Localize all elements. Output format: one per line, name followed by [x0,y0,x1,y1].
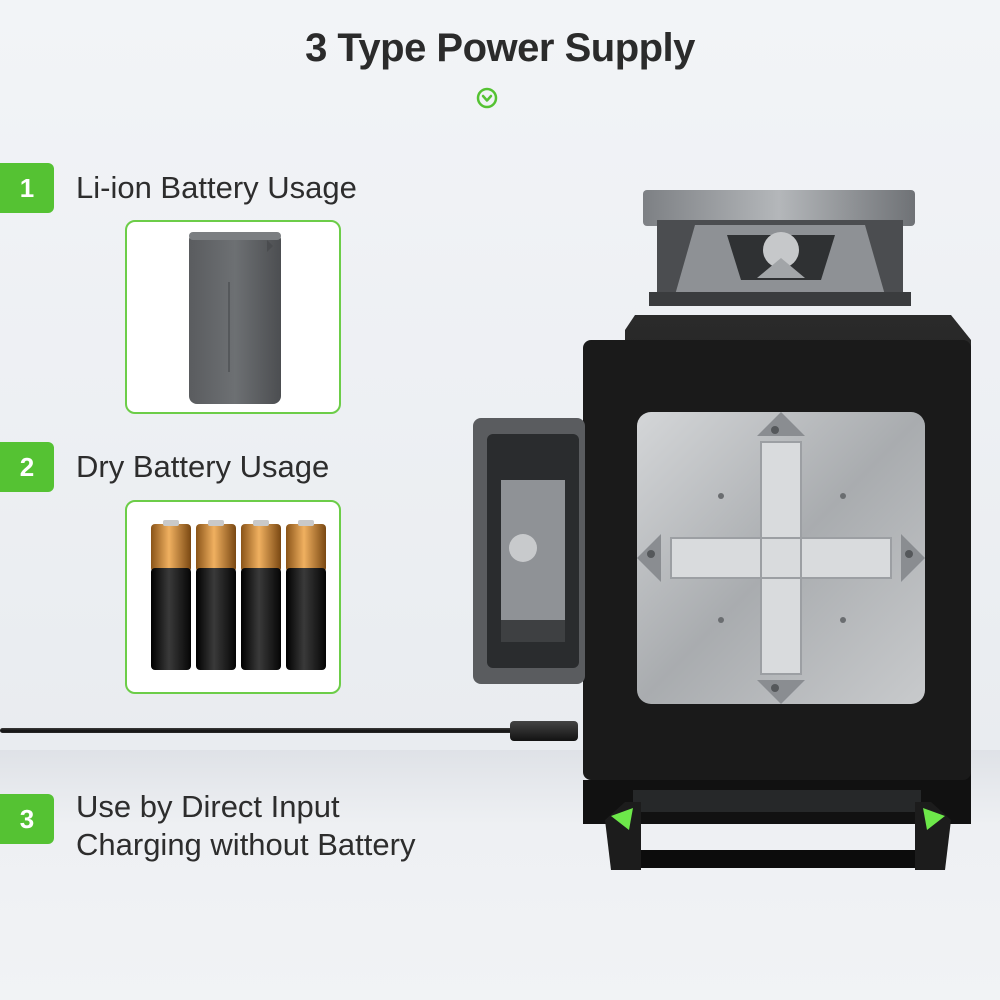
chevron-down-icon [476,87,498,109]
li-ion-battery-label: Li-ion Battery Usage [76,170,357,205]
dry-battery-label: Dry Battery Usage [76,449,330,484]
li-ion-battery-image-box [125,220,341,414]
step-badge-2: 2 [0,442,54,492]
aa-battery [286,520,326,670]
step-badge-3: 3 [0,794,54,844]
dry-battery-image-box [125,500,341,694]
aa-battery [151,520,191,670]
laser-level-device [473,190,971,870]
charging-cable [0,728,520,733]
usb-c-plug [510,721,578,741]
direct-input-label-line2: Charging without Battery [76,827,416,862]
li-ion-battery-image [189,232,281,404]
direct-input-label-line1: Use by Direct Input [76,789,340,824]
aa-battery [241,520,281,670]
dry-battery-image [151,520,326,670]
aa-battery [196,520,236,670]
page-title: 3 Type Power Supply [305,26,695,70]
step-badge-1: 1 [0,163,54,213]
